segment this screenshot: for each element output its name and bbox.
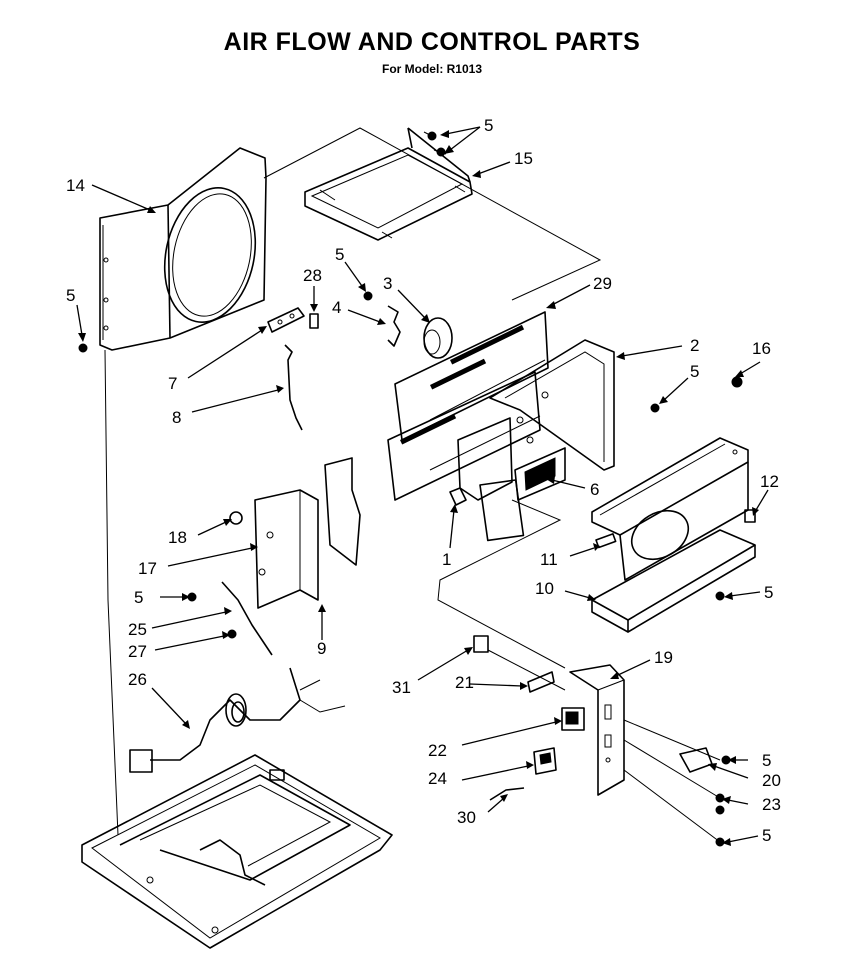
callout-14: 14	[66, 176, 85, 195]
callout-24: 24	[428, 769, 447, 788]
part-drain-pan[interactable]	[591, 529, 756, 633]
part-hinge[interactable]	[595, 533, 617, 549]
callout-8: 8	[172, 408, 181, 427]
part-fan-shroud[interactable]	[99, 147, 267, 351]
callout-30: 30	[457, 808, 476, 827]
callout-18: 18	[168, 528, 187, 547]
leader-lines	[76, 126, 769, 846]
part-blower-housing[interactable]	[591, 437, 749, 581]
callout-29: 29	[593, 274, 612, 293]
part-top-cover[interactable]	[304, 127, 473, 241]
part-grommet[interactable]	[229, 511, 243, 525]
callout-31: 31	[392, 678, 411, 697]
callout-7: 7	[168, 374, 177, 393]
part-spring-clip[interactable]	[473, 635, 489, 653]
callout-15: 15	[514, 149, 533, 168]
callout-26: 26	[128, 670, 147, 689]
model-subtitle: For Model: R1013	[381, 62, 483, 76]
callout-5: 5	[484, 116, 493, 135]
callout-28: 28	[303, 266, 322, 285]
part-rotary-switch[interactable]	[561, 707, 585, 731]
part-switch[interactable]	[514, 447, 566, 501]
screw-drain[interactable]	[715, 591, 725, 601]
screw-ground-wire[interactable]	[227, 629, 237, 639]
part-control-housing[interactable]	[387, 311, 615, 501]
part-knob[interactable]	[449, 487, 467, 506]
callout-5: 5	[690, 362, 699, 381]
part-wire-harness[interactable]	[221, 581, 273, 656]
callout-16: 16	[752, 339, 771, 358]
part-relay-bracket[interactable]	[527, 671, 555, 693]
callout-1: 1	[442, 550, 451, 569]
part-control-board[interactable]	[457, 417, 525, 542]
diagram-title: AIR FLOW AND CONTROL PARTS	[223, 28, 641, 56]
callout-5: 5	[66, 286, 75, 305]
callout-5: 5	[762, 751, 771, 770]
screw-housing[interactable]	[650, 403, 660, 413]
screw-bracket-b[interactable]	[715, 805, 725, 815]
part-power-cord[interactable]	[129, 667, 346, 773]
callout-4: 4	[332, 298, 341, 317]
callout-2: 2	[690, 336, 699, 355]
callout-20: 20	[762, 771, 781, 790]
part-clamp[interactable]	[744, 509, 756, 523]
callout-22: 22	[428, 741, 447, 760]
screw-blower[interactable]	[731, 376, 743, 388]
callout-27: 27	[128, 642, 147, 661]
part-capacitor[interactable]	[423, 317, 453, 359]
screw-shroud[interactable]	[78, 343, 88, 353]
callout-21: 21	[455, 673, 474, 692]
callout-19: 19	[654, 648, 673, 667]
part-selector-switch[interactable]	[533, 747, 557, 775]
callout-5: 5	[335, 245, 344, 264]
screw-capacitor[interactable]	[363, 291, 373, 301]
part-wire-lead[interactable]	[489, 787, 525, 801]
callout-17: 17	[138, 559, 157, 578]
part-control-bracket[interactable]	[569, 664, 625, 796]
callout-3: 3	[383, 274, 392, 293]
callout-9: 9	[317, 639, 326, 658]
part-insulation[interactable]	[324, 457, 361, 566]
part-control-knob[interactable]	[679, 747, 713, 773]
callout-11: 11	[540, 550, 558, 569]
part-base-pan[interactable]	[81, 754, 393, 949]
part-thermostat-bracket[interactable]	[267, 307, 305, 333]
part-sensor-bulb[interactable]	[284, 344, 303, 431]
callout-10: 10	[535, 579, 554, 598]
callout-5: 5	[762, 826, 771, 845]
part-capacitor-strap[interactable]	[387, 305, 401, 347]
callout-12: 12	[760, 472, 779, 491]
screw-top-cover[interactable]	[423, 131, 447, 157]
part-electrical-box[interactable]	[254, 489, 319, 609]
callout-5: 5	[134, 588, 143, 607]
callout-6: 6	[590, 480, 599, 499]
callout-25: 25	[128, 620, 147, 639]
callout-23: 23	[762, 795, 781, 814]
callout-5: 5	[764, 583, 773, 602]
part-clip[interactable]	[309, 313, 319, 329]
